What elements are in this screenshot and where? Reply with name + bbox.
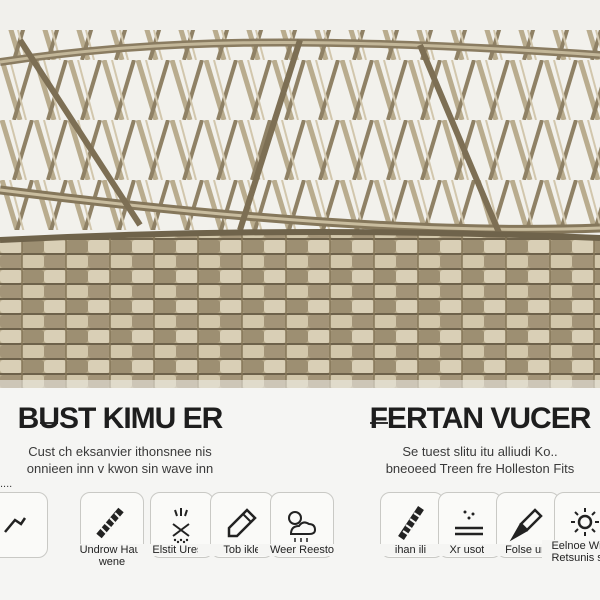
- info-panel: BUST KIMU ER Cust ch eksanvier ithonsnee…: [0, 388, 600, 600]
- title-dash-left: [40, 422, 58, 424]
- hand-icon: [4, 517, 27, 533]
- wicker-icon: [96, 507, 124, 539]
- feature-eelnoe: Eelnoe Wither Retsunis sinnt: [542, 492, 600, 576]
- feature-xr: Xr usote: [426, 492, 514, 576]
- rain-icon: [455, 510, 483, 536]
- sun-icon: [571, 508, 599, 536]
- left-subtitle-2: onnieen inn v kwon sin wave inn: [26, 461, 214, 476]
- feature-label: Eelnoe Wither Retsunis sinnt: [542, 540, 600, 564]
- shower-icon: [172, 508, 190, 544]
- feature-weer: Weer Reesto: [258, 492, 346, 576]
- wicker-photo: [0, 30, 600, 400]
- pen-icon: [227, 508, 257, 538]
- brush-icon: [509, 508, 543, 542]
- sun-cloud-icon: [288, 511, 317, 542]
- left-subtitle-1: Cust ch eksanvier ithonsnee nis: [28, 444, 212, 459]
- title-dash-right: [370, 422, 388, 424]
- right-subtitle-2: bneoeed Treen fre Holleston Fits: [385, 461, 575, 476]
- left-column: BUST KIMU ER Cust ch eksanvier ithonsnee…: [0, 388, 388, 600]
- feature-elstit: Elstit Uresm: [138, 492, 226, 576]
- right-column: FERTAN VUCER Se tuest slitu itu alliudi …: [300, 388, 600, 600]
- right-subtitle-1: Se tuest slitu itu alliudi Ko..: [402, 444, 558, 459]
- left-subtitle-3: ....: [0, 478, 13, 490]
- wicker-icon: [398, 506, 424, 540]
- left-title: BUST KIMU ER: [17, 402, 224, 435]
- feature-undrow: Undrow Hau-wene: [68, 492, 156, 576]
- feature-tob: Tob ikle: [198, 492, 286, 576]
- right-title: FERTAN VUCER: [369, 402, 592, 435]
- feature-hand: [0, 492, 48, 576]
- feature-ihan: ihan ilit: [368, 492, 456, 576]
- feature-box: [0, 492, 48, 558]
- feature-label: Weer Reesto: [258, 544, 346, 556]
